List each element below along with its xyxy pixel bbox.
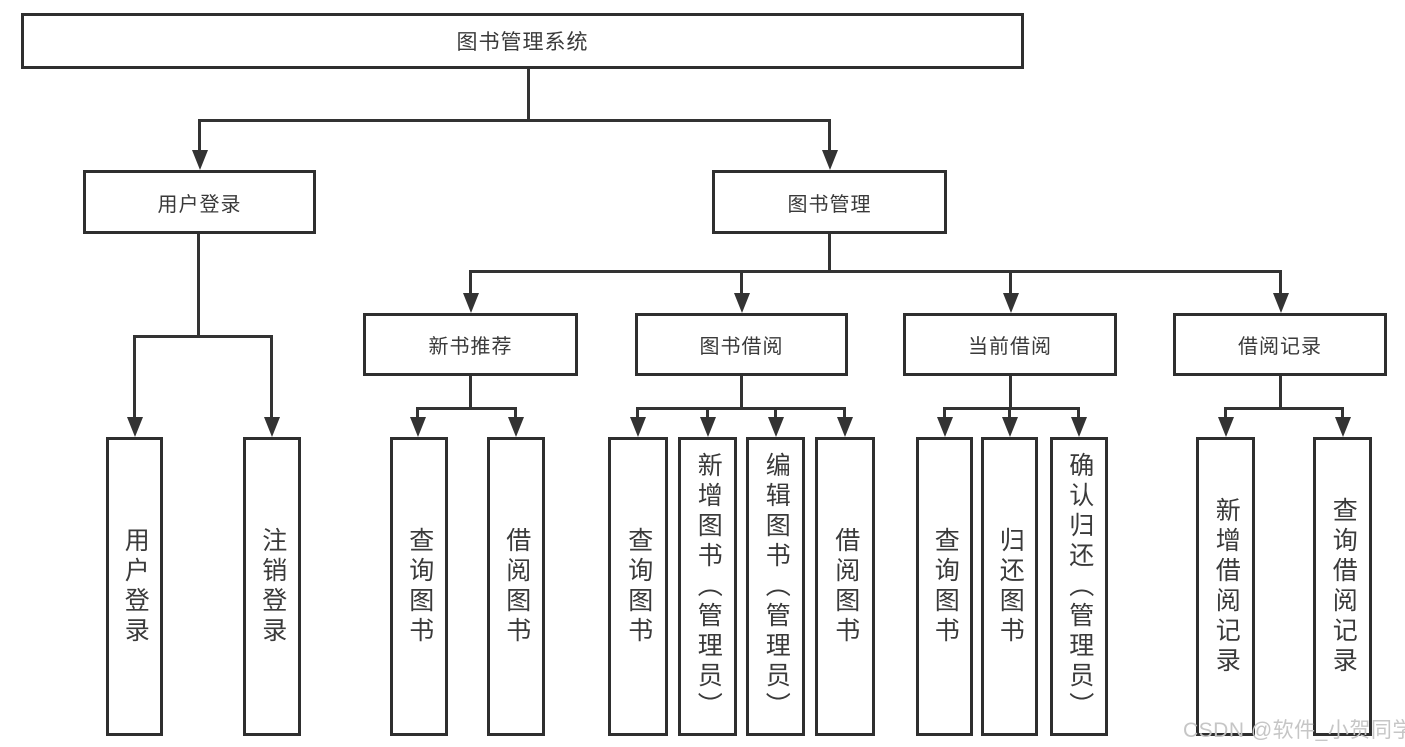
leaf-return-book-label: 归还图书 — [996, 526, 1025, 647]
leaf-query-books-borrowing-label: 查询图书 — [624, 526, 653, 647]
leaf-query-books-current: 查询图书 — [916, 437, 973, 736]
leaf-query-books-recommend: 查询图书 — [390, 437, 448, 736]
connector-bar — [943, 407, 1080, 410]
leaf-query-books-recommend-label: 查询图书 — [405, 526, 434, 647]
node-user-login: 用户登录 — [83, 170, 316, 234]
connector-drop — [469, 270, 472, 295]
node-book-borrowing: 图书借阅 — [635, 313, 848, 376]
node-user-login-label: 用户登录 — [157, 193, 242, 216]
leaf-logout-label: 注销登录 — [258, 526, 287, 647]
connector-drop — [1224, 407, 1227, 419]
connector-login-bar — [133, 335, 273, 338]
node-new-book-recommend: 新书推荐 — [363, 313, 578, 376]
node-book-borrowing-label: 图书借阅 — [699, 336, 784, 358]
connector-root-stem — [527, 69, 530, 119]
arrowhead-down-icon — [127, 417, 143, 437]
connector-stem — [740, 376, 743, 407]
connector-stem — [469, 376, 472, 407]
node-current-borrowing: 当前借阅 — [903, 313, 1117, 376]
leaf-borrow-books-borrowing: 借阅图书 — [815, 437, 875, 736]
node-new-book-recommend-label: 新书推荐 — [428, 336, 513, 358]
leaf-add-borrow-record-label: 新增借阅记录 — [1212, 496, 1241, 677]
leaf-query-borrow-record: 查询借阅记录 — [1313, 437, 1372, 736]
connector-drop — [636, 407, 639, 419]
arrowhead-down-icon — [1003, 293, 1019, 313]
leaf-logout: 注销登录 — [243, 437, 301, 736]
leaf-confirm-return-admin-label: 确认归还（管理员） — [1065, 451, 1094, 722]
connector-drop — [514, 407, 517, 419]
leaf-query-borrow-record-label: 查询借阅记录 — [1329, 496, 1358, 677]
connector-drop — [1341, 407, 1344, 419]
leaf-query-books-current-label: 查询图书 — [931, 526, 960, 647]
connector-stem — [1009, 376, 1012, 407]
arrowhead-down-icon — [937, 417, 953, 437]
connector-root-bar — [198, 119, 831, 122]
connector-drop — [943, 407, 946, 419]
leaf-add-borrow-record: 新增借阅记录 — [1196, 437, 1255, 736]
leaf-user-login: 用户登录 — [106, 437, 163, 736]
connector-drop — [270, 335, 273, 419]
arrowhead-down-icon — [768, 417, 784, 437]
connector-mgmt-stem — [828, 234, 831, 270]
arrowhead-down-icon — [410, 417, 426, 437]
arrowhead-down-icon — [700, 417, 716, 437]
arrowhead-down-icon — [1335, 417, 1351, 437]
connector-drop — [706, 407, 709, 419]
leaf-borrow-books-borrowing-label: 借阅图书 — [831, 526, 860, 647]
leaf-borrow-books-recommend: 借阅图书 — [487, 437, 545, 736]
arrowhead-down-icon — [630, 417, 646, 437]
arrowhead-down-icon — [822, 150, 838, 170]
node-root: 图书管理系统 — [21, 13, 1024, 69]
connector-mgmt-bar — [469, 270, 1281, 273]
connector-bar — [416, 407, 517, 410]
node-borrowing-records: 借阅记录 — [1173, 313, 1387, 376]
connector-drop — [133, 335, 136, 419]
leaf-edit-book-admin: 编辑图书（管理员） — [746, 437, 805, 736]
node-current-borrowing-label: 当前借阅 — [968, 336, 1052, 358]
arrowhead-down-icon — [508, 417, 524, 437]
connector-drop — [1008, 407, 1011, 419]
arrowhead-down-icon — [192, 150, 208, 170]
leaf-add-book-admin: 新增图书（管理员） — [678, 437, 737, 736]
connector-drop — [740, 270, 743, 295]
arrowhead-down-icon — [1218, 417, 1234, 437]
watermark: CSDN @软件_小贺同学 — [1183, 719, 1405, 742]
arrowhead-down-icon — [1273, 293, 1289, 313]
leaf-confirm-return-admin: 确认归还（管理员） — [1050, 437, 1108, 736]
connector-drop — [1009, 270, 1012, 295]
arrowhead-down-icon — [1002, 417, 1018, 437]
connector-drop — [843, 407, 846, 419]
arrowhead-down-icon — [837, 417, 853, 437]
connector-drop — [774, 407, 777, 419]
connector-drop-login — [198, 119, 201, 152]
leaf-return-book: 归还图书 — [981, 437, 1038, 736]
connector-drop — [1279, 270, 1282, 295]
connector-bar — [636, 407, 846, 410]
arrowhead-down-icon — [463, 293, 479, 313]
leaf-edit-book-admin-label: 编辑图书（管理员） — [762, 451, 791, 722]
connector-drop-mgmt — [828, 119, 831, 152]
connector-stem — [1279, 376, 1282, 407]
arrowhead-down-icon — [734, 293, 750, 313]
connector-login-stem — [197, 234, 200, 335]
leaf-query-books-borrowing: 查询图书 — [608, 437, 668, 736]
leaf-user-login-label: 用户登录 — [121, 526, 150, 647]
connector-drop — [416, 407, 419, 419]
leaf-borrow-books-recommend-label: 借阅图书 — [502, 526, 531, 647]
node-book-management: 图书管理 — [712, 170, 947, 234]
arrowhead-down-icon — [1071, 417, 1087, 437]
node-borrowing-records-label: 借阅记录 — [1238, 336, 1322, 358]
leaf-add-book-admin-label: 新增图书（管理员） — [694, 451, 723, 722]
arrowhead-down-icon — [264, 417, 280, 437]
node-book-management-label: 图书管理 — [787, 193, 872, 216]
connector-drop — [1077, 407, 1080, 419]
connector-bar — [1224, 407, 1344, 410]
node-root-label: 图书管理系统 — [456, 31, 589, 54]
